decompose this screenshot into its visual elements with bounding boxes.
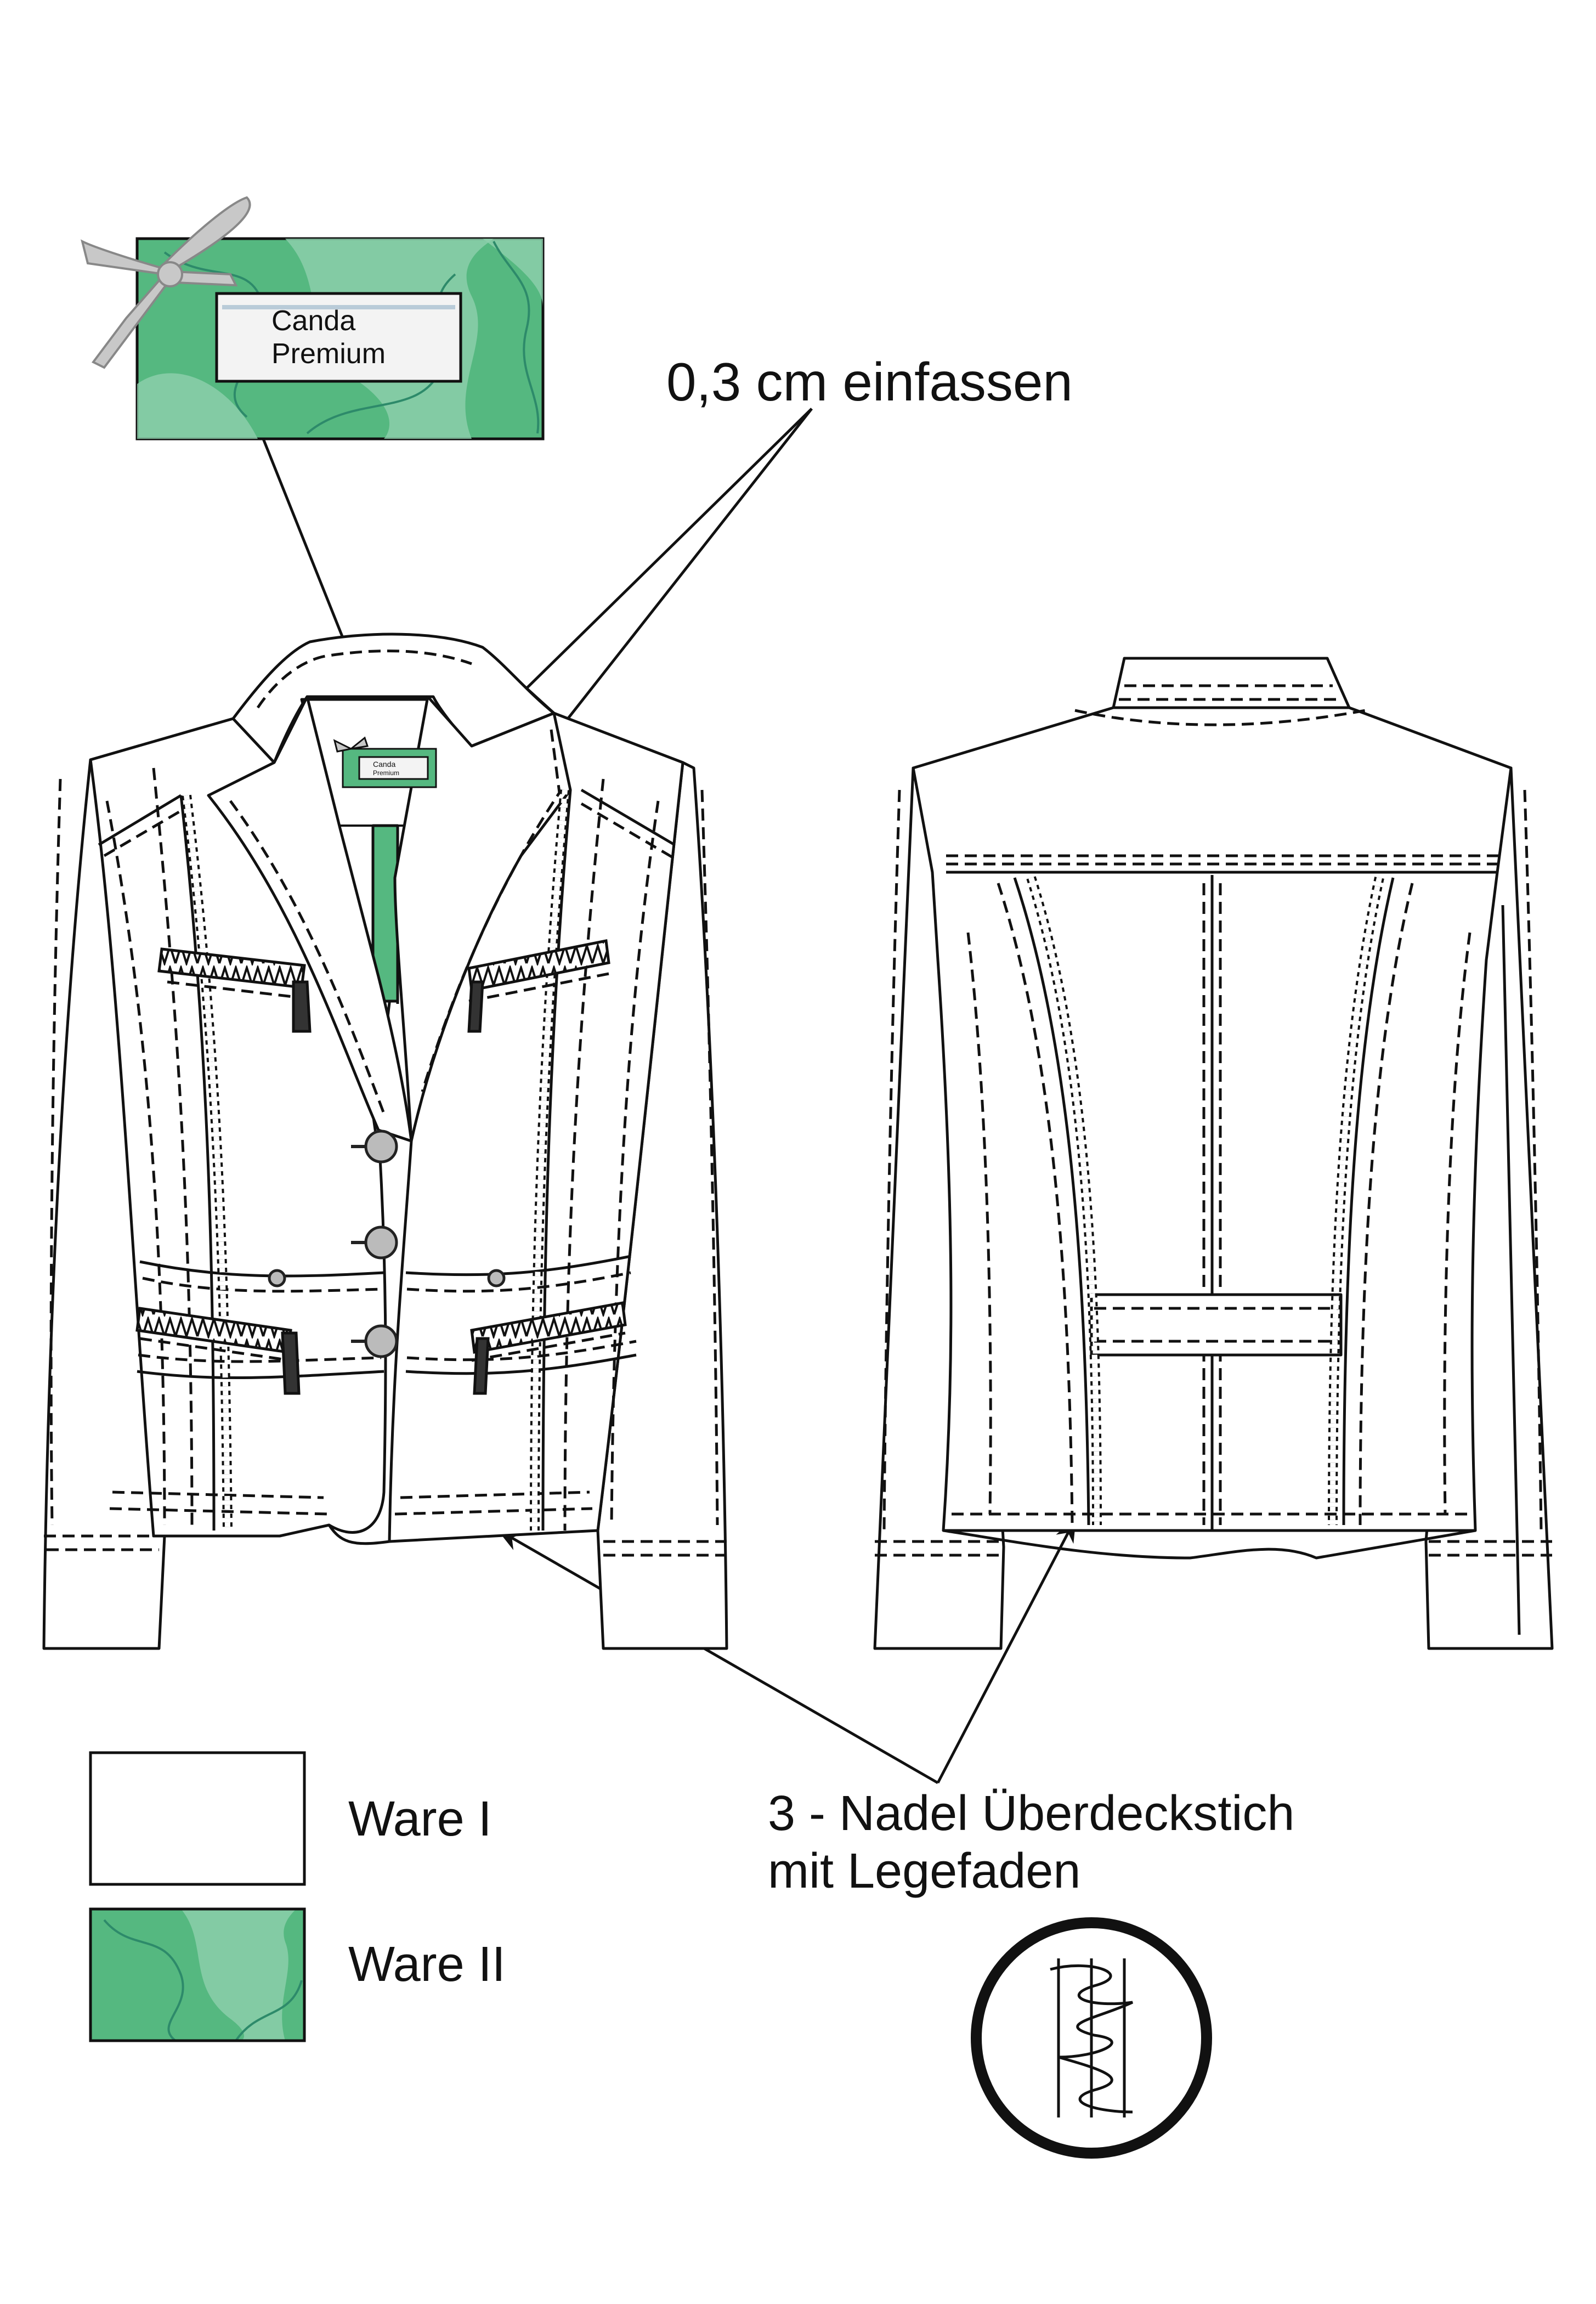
legend-label-ware2: Ware II [348, 1937, 506, 1992]
neck-label-line2: Premium [373, 769, 400, 777]
button-icon [268, 1130, 506, 1358]
lower-pockets [135, 1301, 627, 1395]
neck-label [333, 736, 437, 788]
tag-label-line1: Canda [271, 305, 356, 337]
tag-label-line2: Premium [271, 338, 386, 370]
legend-swatch-ware2 [89, 1907, 306, 2042]
legend-label-ware1: Ware I [348, 1792, 492, 1846]
jacket-back [873, 657, 1554, 1650]
chest-pockets [157, 939, 610, 1033]
legend-swatch-ware1 [89, 1751, 306, 1886]
front-coverstitch [182, 789, 570, 1531]
stitch-symbol-icon [971, 1917, 1212, 2159]
label-tag [135, 237, 545, 441]
bow-icon [81, 196, 251, 369]
back-coverstitch [1026, 876, 1384, 1526]
neck-label-line1: Canda [373, 760, 396, 769]
binding-annotation: 0,3 cm einfassen [666, 352, 1073, 412]
stitch-annotation-line2: mit Legefaden [768, 1844, 1081, 1899]
stitch-annotation-line1: 3 - Nadel Überdeckstich [768, 1786, 1295, 1841]
